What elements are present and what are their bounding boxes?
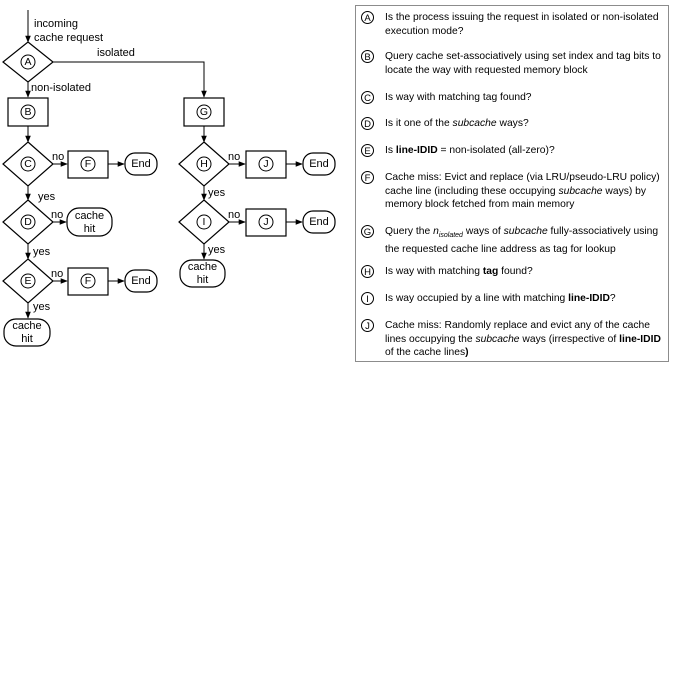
edge-label-i-yes: yes [208, 244, 226, 256]
start-label-line2: cache request [34, 32, 103, 44]
decision-d-label: D [24, 216, 32, 228]
cache-hit-3-line1: cache [188, 261, 217, 273]
edge-label-d-no: no [51, 209, 63, 221]
decision-c: C [2, 141, 54, 187]
legend-item-d: D Is it one of the subcache ways? [361, 117, 661, 131]
legend-item-f: F Cache miss: Evict and replace (via LRU… [361, 171, 661, 212]
decision-a-label: A [24, 56, 31, 68]
connector-a-g [53, 61, 207, 98]
legend-item-h: H Is way with matching tag found? [361, 265, 661, 279]
legend-badge-h: H [361, 265, 374, 278]
legend-item-b: B Query cache set-associatively using se… [361, 50, 661, 77]
process-f-2-label: F [85, 275, 91, 287]
end-terminal-1: End [124, 152, 158, 176]
edge-label-i-no: no [228, 209, 240, 221]
legend-item-i: I Is way occupied by a line with matchin… [361, 292, 661, 306]
process-f-1-label: F [85, 158, 91, 170]
decision-i: I [178, 199, 230, 245]
process-b-label: B [24, 106, 31, 118]
legend-item-a: A Is the process issuing the request in … [361, 11, 661, 38]
legend-text-e: Is line-IDID = non-isolated (all-zero)? [385, 145, 555, 156]
cache-hit-terminal-3: cache hit [179, 259, 226, 288]
legend-text-b: Query cache set-associatively using set … [385, 51, 661, 76]
legend-badge-a: A [361, 11, 374, 24]
legend-badge-d: D [361, 117, 374, 130]
process-g-label: G [200, 106, 208, 118]
start-label-line1: incoming [34, 18, 78, 30]
decision-d: D [2, 199, 54, 245]
decision-h-label: H [200, 158, 208, 170]
cache-hit-terminal-2: cache hit [3, 318, 51, 347]
legend-text-c: Is way with matching tag found? [385, 92, 532, 103]
edge-label-e-no: no [51, 268, 63, 280]
end-terminal-3: End [302, 152, 336, 176]
edge-label-non-isolated: non-isolated [31, 82, 91, 94]
legend-badge-i: I [361, 292, 374, 305]
cache-hit-2-line2: hit [21, 333, 33, 345]
process-g: G [183, 97, 225, 127]
edge-label-d-yes: yes [33, 246, 51, 258]
legend-text-a: Is the process issuing the request in is… [385, 12, 659, 37]
cache-hit-3-line2: hit [197, 274, 209, 286]
edge-label-h-yes: yes [208, 187, 226, 199]
legend-item-e: E Is line-IDID = non-isolated (all-zero)… [361, 144, 661, 158]
legend-badge-c: C [361, 91, 374, 104]
edge-label-e-yes: yes [33, 301, 51, 313]
process-j-1: J [245, 150, 287, 179]
legend-badge-e: E [361, 144, 374, 157]
legend-text-g: Query the nisolated ways of subcache ful… [385, 226, 659, 255]
legend-item-c: C Is way with matching tag found? [361, 91, 661, 105]
cache-hit-terminal-1: cache hit [66, 207, 113, 237]
cache-hit-1-line1: cache [75, 210, 104, 222]
process-j-2-label: J [263, 216, 268, 228]
end-terminal-3-label: End [309, 158, 329, 170]
edge-label-c-no: no [52, 151, 64, 163]
legend-text-d: Is it one of the subcache ways? [385, 118, 529, 129]
process-f-1: F [67, 150, 109, 179]
legend-panel: A Is the process issuing the request in … [355, 5, 669, 362]
decision-c-label: C [24, 158, 32, 170]
decision-h: H [178, 141, 230, 187]
end-terminal-2-label: End [131, 275, 151, 287]
legend-badge-j: J [361, 319, 374, 332]
cache-hit-1-line2: hit [84, 223, 96, 235]
legend-badge-b: B [361, 50, 374, 63]
legend-text-i: Is way occupied by a line with matching … [385, 293, 616, 304]
decision-e-label: E [24, 275, 31, 287]
decision-i-label: I [203, 216, 206, 228]
legend-text-f: Cache miss: Evict and replace (via LRU/p… [385, 172, 660, 211]
decision-e: E [2, 258, 54, 304]
process-j-1-label: J [263, 158, 268, 170]
process-b: B [7, 97, 49, 127]
legend-text-h: Is way with matching tag found? [385, 266, 533, 277]
legend-item-j: J Cache miss: Randomly replace and evict… [361, 319, 661, 360]
decision-a: A [2, 41, 54, 83]
cache-hit-2-line1: cache [12, 320, 41, 332]
legend-text-j: Cache miss: Randomly replace and evict a… [385, 320, 661, 359]
end-terminal-1-label: End [131, 158, 151, 170]
end-terminal-4-label: End [309, 216, 329, 228]
legend-item-g: G Query the nisolated ways of subcache f… [361, 225, 661, 256]
legend-badge-f: F [361, 171, 374, 184]
end-terminal-2: End [124, 269, 158, 293]
process-j-2: J [245, 208, 287, 237]
legend-badge-g: G [361, 225, 374, 238]
flow-connectors [25, 10, 303, 319]
process-f-2: F [67, 267, 109, 296]
edge-label-isolated: isolated [97, 47, 135, 59]
end-terminal-4: End [302, 210, 336, 234]
edge-label-h-no: no [228, 151, 240, 163]
edge-label-c-yes: yes [38, 191, 56, 203]
